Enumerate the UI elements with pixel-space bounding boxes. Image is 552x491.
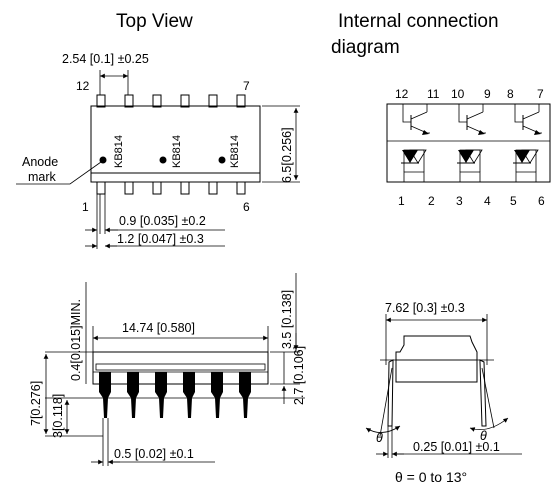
end-lead-right: [479, 359, 487, 427]
lead-length-dimension: 2.7 [0.106]: [292, 346, 306, 405]
package-body-top: [90, 105, 261, 183]
top-view: 2.54 [0.1] ±0.25 12 7 KB814 KB8: [16, 52, 300, 249]
theta-line-right: [481, 367, 495, 429]
top-pin-11: 11: [427, 87, 440, 101]
internal-frame: [386, 103, 551, 183]
internal-connection-diagram: 12 11 10 9 8 7: [386, 87, 551, 208]
bottom-pin-2: 2: [428, 194, 435, 208]
body-inner-edge: [95, 363, 266, 371]
chip-marking-2: KB814: [171, 135, 183, 168]
theta-left-label: θ: [376, 431, 383, 445]
pin-7-label: 7: [243, 79, 250, 93]
pin-1-label: 1: [82, 200, 89, 214]
width-dimension: 6.5[0.256]: [280, 127, 294, 183]
theta-line-left: [379, 367, 393, 437]
top-leads: [96, 94, 246, 108]
side-view: 0.4[0.015]MIN. 14.74 [0.580] 3.5 [0.138]: [29, 273, 306, 466]
length-dimension: 14.74 [0.580]: [122, 321, 195, 335]
channel-2: [457, 104, 486, 182]
lead-dimension: 0.5 [0.02] ±0.1: [114, 447, 194, 461]
bottom-pin-1: 1: [398, 194, 405, 208]
chip-marking-3: KB814: [229, 135, 241, 168]
end-view: 7.62 [0.3] ±0.3 θ θ 0.25 [0.01] ±0.1 θ =…: [365, 301, 522, 485]
lead-width-dimension: 0.9 [0.035] ±0.2: [119, 214, 206, 228]
channel-3: [513, 104, 542, 182]
row-spacing-dimension: 7.62 [0.3] ±0.3: [385, 301, 465, 315]
theta-range-label: θ = 0 to 13°: [395, 469, 467, 485]
bottom-leads: [96, 181, 246, 195]
side-leads: [99, 372, 251, 418]
bottom-pin-4: 4: [484, 194, 491, 208]
top-pin-8: 8: [507, 87, 514, 101]
lead-root-dimension: 1.2 [0.047] ±0.3: [117, 232, 204, 246]
top-view-title: Top View: [116, 11, 193, 32]
internal-connection-title: Internal connection: [338, 11, 499, 32]
bottom-pin-5: 5: [510, 194, 517, 208]
anode-mark-label: Anode: [22, 155, 58, 169]
bottom-pin-3: 3: [456, 194, 463, 208]
package-body-side: [92, 351, 269, 385]
theta-arc-right: [469, 417, 509, 432]
top-pin-9: 9: [484, 87, 491, 101]
thickness-dimension: 0.25 [0.01] ±0.1: [413, 440, 500, 454]
pin-12-label: 12: [76, 79, 90, 93]
chip-marking-1: KB814: [113, 135, 125, 168]
standoff-dimension: 0.4[0.015]MIN.: [69, 299, 83, 381]
internal-connection-title-2: diagram: [331, 37, 400, 58]
top-pin-7: 7: [537, 87, 544, 101]
pitch-dimension: 2.54 [0.1] ±0.25: [62, 52, 149, 66]
theta-right-label: θ: [480, 429, 487, 443]
anode-dot-3: [218, 156, 226, 164]
anode-dot-2: [159, 156, 167, 164]
total-height-dimension: 7[0.276]: [29, 381, 43, 426]
top-pin-10: 10: [451, 87, 465, 101]
top-pin-12: 12: [395, 87, 409, 101]
body-height-dimension: 3.5 [0.138]: [280, 290, 294, 349]
anode-dot-1: [99, 156, 107, 164]
channel-1: [401, 104, 430, 182]
end-lead-left: [387, 359, 394, 427]
package-body-end: [395, 335, 478, 383]
anode-mark-label-2: mark: [28, 170, 57, 184]
seat-dimension: 3[0.118]: [51, 394, 65, 438]
anode-leader: [16, 161, 102, 185]
theta-arc-left: [365, 425, 401, 433]
pin-6-label: 6: [243, 200, 250, 214]
bottom-pin-6: 6: [538, 194, 545, 208]
